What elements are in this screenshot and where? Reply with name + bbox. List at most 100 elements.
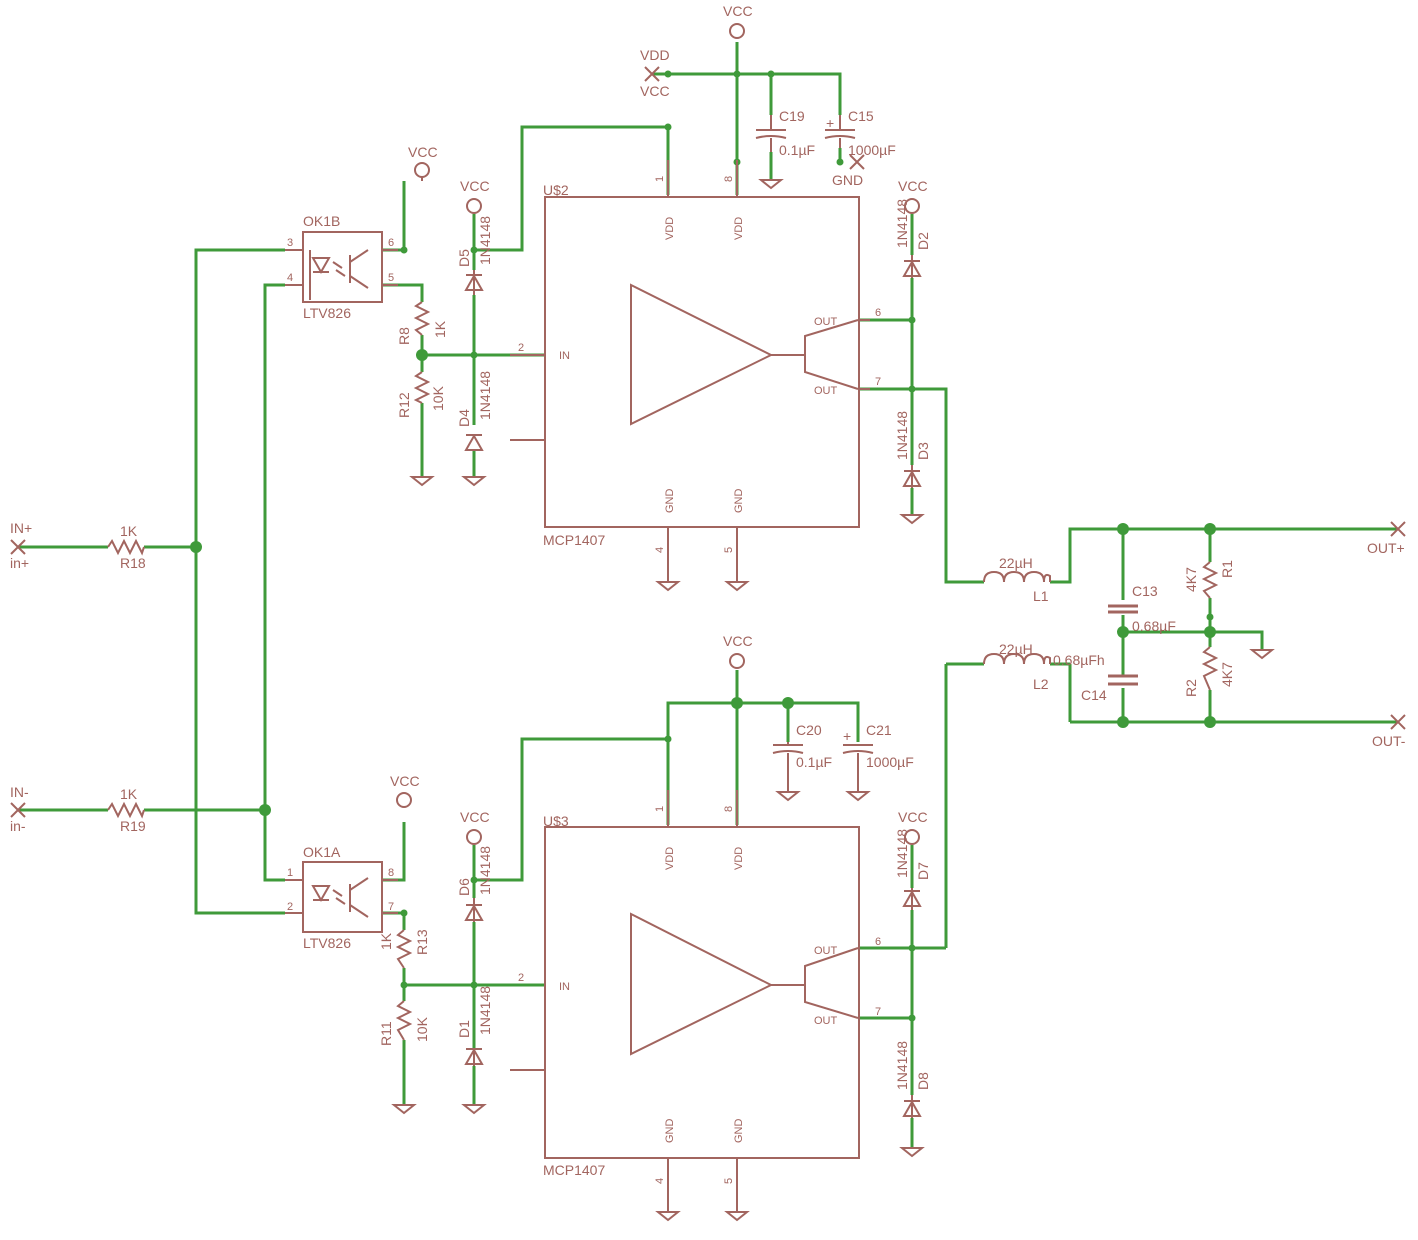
d1-value: 1N4148 bbox=[477, 986, 493, 1035]
r18-value: 1K bbox=[120, 523, 138, 539]
u3-value: MCP1407 bbox=[543, 1162, 605, 1178]
vcc-symbol bbox=[904, 198, 920, 214]
r1-name: R1 bbox=[1219, 560, 1235, 578]
u2-driver bbox=[510, 160, 870, 560]
c20-value: 0.1µF bbox=[796, 754, 832, 770]
c21-name: C21 bbox=[866, 722, 892, 738]
u2-pin-vdd: VDD bbox=[664, 217, 676, 240]
ok1b-pin-4: 4 bbox=[287, 272, 293, 284]
r1-value: 4K7 bbox=[1183, 567, 1199, 592]
d6-value: 1N4148 bbox=[477, 846, 493, 895]
d8-value: 1N4148 bbox=[894, 1041, 910, 1090]
ok1b-pin-5: 5 bbox=[388, 272, 394, 284]
u2-pin-gnd: GND bbox=[664, 489, 676, 514]
c21-value: 1000µF bbox=[866, 754, 914, 770]
vcc-label: VCC bbox=[723, 3, 753, 19]
d2-diode bbox=[902, 255, 922, 278]
d7-diode bbox=[902, 888, 922, 910]
gnd-symbol bbox=[1249, 649, 1275, 660]
port-out-pos bbox=[1390, 521, 1406, 537]
gnd-label: GND bbox=[832, 172, 863, 188]
r2-resistor bbox=[1201, 646, 1219, 691]
u3-pin-gnd: GND bbox=[733, 1119, 745, 1144]
vcc-symbol bbox=[414, 162, 430, 178]
vcc-symbol bbox=[729, 653, 745, 669]
d6-diode bbox=[464, 898, 484, 922]
d7-value: 1N4148 bbox=[894, 829, 910, 878]
u2-name: U$2 bbox=[543, 182, 569, 198]
gnd-symbol bbox=[655, 1190, 681, 1222]
d4-value: 1N4148 bbox=[477, 371, 493, 420]
ok1a-name: OK1A bbox=[303, 844, 341, 860]
u2-pin-8: 8 bbox=[723, 176, 735, 182]
c14-name: C14 bbox=[1081, 687, 1107, 703]
u3-pin-gnd: GND bbox=[664, 1119, 676, 1144]
l2-value: 22µH bbox=[999, 641, 1033, 657]
d5-name: D5 bbox=[456, 249, 472, 267]
out-pos-label: OUT+ bbox=[1367, 540, 1405, 556]
d2-value: 1N4148 bbox=[894, 199, 910, 248]
u3-pin-7: 7 bbox=[875, 1006, 881, 1018]
u3-pin-vdd: VDD bbox=[733, 847, 745, 870]
ok1a-pin-1: 1 bbox=[287, 867, 293, 879]
gnd-symbol bbox=[899, 514, 925, 525]
r11-resistor bbox=[395, 1000, 413, 1041]
gnd-symbol bbox=[724, 1190, 750, 1222]
r11-name: R11 bbox=[378, 1021, 394, 1046]
vcc-symbol bbox=[396, 792, 412, 808]
vcc-label: VCC bbox=[408, 144, 438, 160]
port-in-neg bbox=[10, 802, 26, 818]
d3-diode bbox=[902, 465, 922, 488]
u2-pin-2: 2 bbox=[518, 342, 524, 354]
d6-name: D6 bbox=[456, 878, 472, 896]
d3-name: D3 bbox=[915, 442, 931, 460]
ok1b-pin-6: 6 bbox=[388, 237, 394, 249]
c13-name: C13 bbox=[1132, 583, 1158, 599]
d7-name: D7 bbox=[915, 862, 931, 880]
l1-value: 22µH bbox=[999, 555, 1033, 571]
gnd-symbol bbox=[655, 560, 681, 592]
d2-name: D2 bbox=[915, 232, 931, 250]
r19-resistor bbox=[107, 801, 145, 819]
u3-pin-vdd: VDD bbox=[664, 847, 676, 870]
c21-capacitor bbox=[842, 744, 874, 792]
out-neg-label: OUT- bbox=[1372, 733, 1406, 749]
gnd-symbol bbox=[461, 476, 487, 487]
r8-value: 1K bbox=[432, 320, 448, 338]
r8-resistor bbox=[413, 301, 431, 336]
ok1b-optocoupler bbox=[285, 231, 398, 303]
ok1a-pin-2: 2 bbox=[287, 901, 293, 913]
gnd-symbol bbox=[391, 1104, 417, 1115]
d4-diode bbox=[464, 433, 484, 451]
c15-value: 1000µF bbox=[848, 142, 896, 158]
c20-name: C20 bbox=[796, 722, 822, 738]
wires bbox=[18, 42, 1398, 1148]
d4-name: D4 bbox=[456, 409, 472, 427]
vcc-symbol bbox=[466, 198, 482, 214]
ok1a-optocoupler bbox=[285, 861, 398, 933]
r18-name: R18 bbox=[120, 555, 146, 571]
l1-name: L1 bbox=[1033, 588, 1049, 604]
ok1b-pin-3: 3 bbox=[287, 237, 293, 249]
r13-name: R13 bbox=[414, 929, 430, 955]
gnd-symbol bbox=[899, 1147, 925, 1158]
r2-name: R2 bbox=[1183, 679, 1199, 697]
c19-capacitor bbox=[755, 115, 787, 152]
d1-name: D1 bbox=[456, 1020, 472, 1038]
port-out-neg bbox=[1390, 714, 1406, 730]
r13-resistor bbox=[395, 929, 413, 969]
u3-pin-out: OUT bbox=[814, 945, 838, 957]
r12-name: R12 bbox=[396, 392, 412, 418]
u2-pin-vdd: VDD bbox=[733, 217, 745, 240]
ok1a-pin-7: 7 bbox=[388, 901, 394, 913]
u2-pin-1: 1 bbox=[654, 176, 666, 182]
l2-inductor bbox=[983, 652, 1051, 665]
port-vdd bbox=[644, 66, 660, 82]
in-neg-label: IN- bbox=[10, 784, 29, 800]
junctions bbox=[190, 70, 1216, 1022]
gnd-symbol bbox=[724, 560, 750, 592]
c13-capacitor bbox=[1108, 604, 1138, 614]
gnd-symbol bbox=[775, 791, 801, 802]
u2-pin-gnd: GND bbox=[733, 489, 745, 514]
